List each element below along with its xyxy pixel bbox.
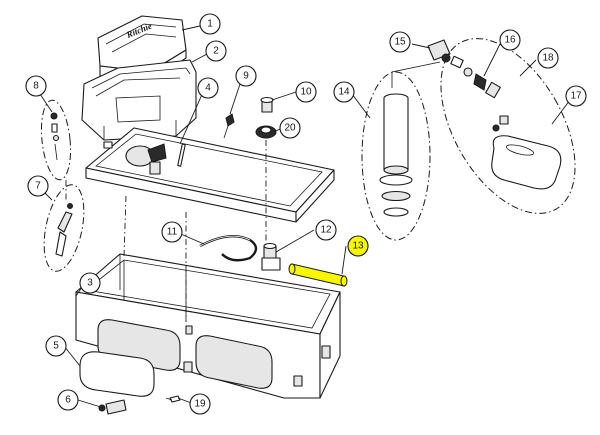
part-pin[interactable] <box>223 113 235 139</box>
part-fitting[interactable] <box>260 96 274 113</box>
callout-12[interactable]: 12 <box>315 219 337 241</box>
part-standpipe[interactable] <box>361 61 441 241</box>
callout-label: 2 <box>213 46 219 57</box>
part-cover-plate[interactable] <box>79 351 155 397</box>
callout-label: 6 <box>65 395 71 406</box>
part-float-ball[interactable] <box>491 115 562 190</box>
callout-8[interactable]: 8 <box>25 75 47 97</box>
callout-label: 3 <box>87 278 93 289</box>
leader-lines <box>35 25 571 409</box>
part-base[interactable] <box>75 253 341 399</box>
callout-17[interactable]: 17 <box>565 85 587 107</box>
callout-label: 16 <box>504 35 516 46</box>
callout-label: 18 <box>542 53 554 64</box>
part-heater-probe[interactable] <box>37 181 91 275</box>
callout-19[interactable]: 19 <box>189 393 211 415</box>
callout-20[interactable]: 20 <box>279 117 301 139</box>
callout-18[interactable]: 18 <box>537 47 559 69</box>
part-nut[interactable] <box>255 125 277 139</box>
part-fastener-stack[interactable] <box>38 99 74 181</box>
part-hose[interactable] <box>199 234 258 262</box>
part-tray[interactable] <box>85 127 335 223</box>
part-subassembly-18[interactable] <box>413 16 600 236</box>
callout-label: 4 <box>205 83 211 94</box>
callout-label: 14 <box>338 87 350 98</box>
callout-3[interactable]: 3 <box>79 272 101 294</box>
callout-16[interactable]: 16 <box>499 29 521 51</box>
callout-label: 12 <box>320 225 332 236</box>
callout-2[interactable]: 2 <box>205 40 227 62</box>
part-valve-assembly[interactable] <box>427 39 501 99</box>
callout-label: 1 <box>207 19 213 30</box>
part-bracket[interactable] <box>98 399 127 415</box>
callout-label: 7 <box>35 181 41 192</box>
part-housing[interactable] <box>81 59 197 141</box>
callout-13[interactable]: 13 <box>347 235 369 257</box>
callout-6[interactable]: 6 <box>57 389 79 411</box>
callout-label: 9 <box>243 71 249 82</box>
callout-label: 13 <box>352 241 364 252</box>
callout-7[interactable]: 7 <box>27 175 49 197</box>
callout-11[interactable]: 11 <box>161 221 183 243</box>
part-screw[interactable] <box>165 395 181 403</box>
callout-1[interactable]: 1 <box>199 13 221 35</box>
part-elbow[interactable] <box>261 242 281 271</box>
callout-label: 20 <box>284 123 296 134</box>
callout-4[interactable]: 4 <box>197 77 219 99</box>
callout-label: 19 <box>194 399 206 410</box>
callout-10[interactable]: 10 <box>295 81 317 103</box>
callout-label: 5 <box>53 341 59 352</box>
callout-label: 11 <box>167 227 178 238</box>
callout-14[interactable]: 14 <box>333 81 355 103</box>
callout-label: 8 <box>33 81 39 92</box>
callout-5[interactable]: 5 <box>45 335 67 357</box>
part-lid[interactable]: Ritchie <box>97 15 187 83</box>
callout-label: 10 <box>300 87 312 98</box>
callout-label: 17 <box>570 91 582 102</box>
callout-15[interactable]: 15 <box>389 31 411 53</box>
part-tube-highlighted[interactable] <box>288 263 348 287</box>
callout-label: 15 <box>394 37 406 48</box>
callout-9[interactable]: 9 <box>235 65 257 87</box>
